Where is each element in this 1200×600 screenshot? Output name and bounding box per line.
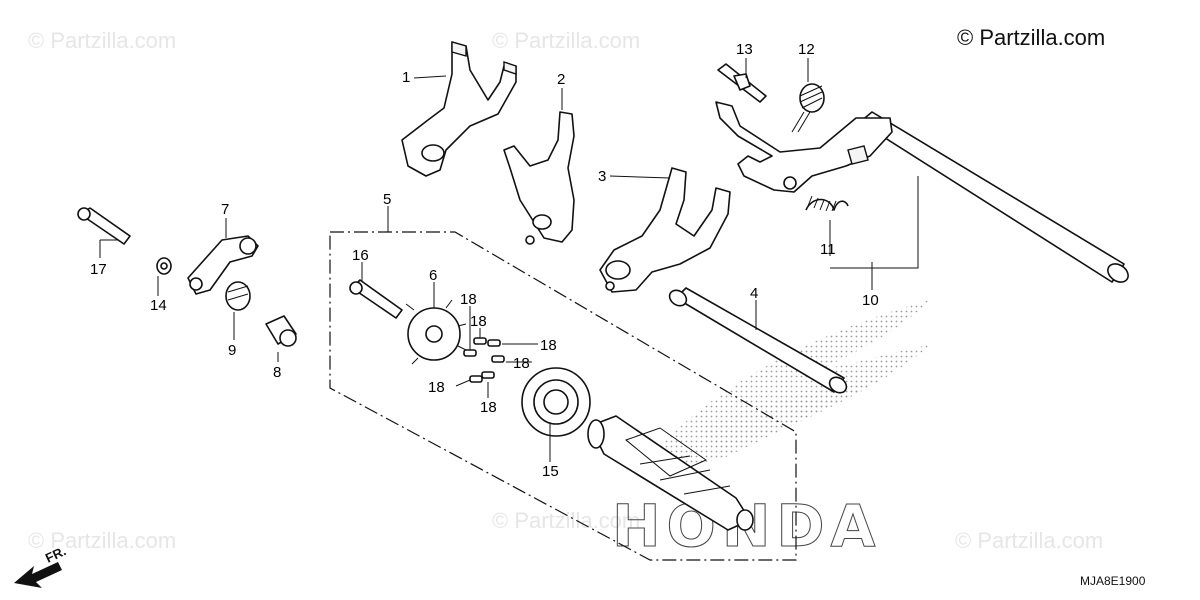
shift-fork-1 <box>401 41 517 177</box>
callout-6: 6 <box>429 267 437 284</box>
callout-14: 14 <box>150 297 167 314</box>
watermark-text: © Partzilla.com <box>955 528 1103 553</box>
callout-3: 3 <box>598 168 606 185</box>
callout-18: 18 <box>460 291 477 308</box>
callout-18: 18 <box>540 337 557 354</box>
return-spring-11 <box>805 195 849 212</box>
fork-shaft-4 <box>668 287 848 394</box>
callout-15: 15 <box>542 463 559 480</box>
collar-8 <box>265 315 297 347</box>
bolt-17 <box>77 207 131 245</box>
watermark-text: © Partzilla.com <box>28 528 176 553</box>
spring-9 <box>225 281 251 311</box>
callout-17: 17 <box>90 261 107 278</box>
shift-drum-15 <box>587 415 754 531</box>
watermark-text: © Partzilla.com <box>492 508 640 533</box>
callout-9: 9 <box>228 342 236 359</box>
watermarks: © Partzilla.com © Partzilla.com © Partzi… <box>28 28 1103 553</box>
leader-lines <box>99 58 919 462</box>
callout-1: 1 <box>402 69 410 86</box>
shift-fork-2 <box>503 111 575 245</box>
callout-18: 18 <box>513 355 530 372</box>
callout-10: 10 <box>862 292 879 309</box>
honda-wing-logo: HONDA <box>612 300 930 561</box>
callout-4: 4 <box>750 285 758 302</box>
callout-13: 13 <box>736 41 753 58</box>
callout-18: 18 <box>470 313 487 330</box>
callout-5: 5 <box>383 191 391 208</box>
watermark-text: © Partzilla.com <box>492 28 640 53</box>
callout-12: 12 <box>798 41 815 58</box>
callout-18: 18 <box>428 379 445 396</box>
callout-11: 11 <box>820 241 836 258</box>
drum-assembly-outline <box>329 231 797 561</box>
callout-labels: 1 2 3 4 5 6 7 8 9 10 11 12 13 14 15 16 1… <box>90 41 879 480</box>
callout-8: 8 <box>273 364 281 381</box>
washer-14 <box>156 257 172 275</box>
callout-2: 2 <box>557 71 565 88</box>
bearing-15 <box>521 367 591 437</box>
spring-12 <box>791 83 825 133</box>
callout-7: 7 <box>221 201 229 218</box>
shift-fork-3 <box>599 167 731 293</box>
bolt-13 <box>717 63 767 103</box>
dowel-pins-18 <box>463 337 505 383</box>
copyright-text: © Partzilla.com <box>957 25 1105 50</box>
watermark-text: © Partzilla.com <box>28 28 176 53</box>
drum-center-6 <box>405 299 467 365</box>
stopper-arm-7 <box>187 235 259 295</box>
diagram-code: MJA8E1900 <box>1080 574 1146 588</box>
gearshift-spindle-10 <box>715 101 1129 283</box>
bolt-16 <box>349 279 403 319</box>
callout-18: 18 <box>480 399 497 416</box>
callout-16: 16 <box>352 247 369 264</box>
